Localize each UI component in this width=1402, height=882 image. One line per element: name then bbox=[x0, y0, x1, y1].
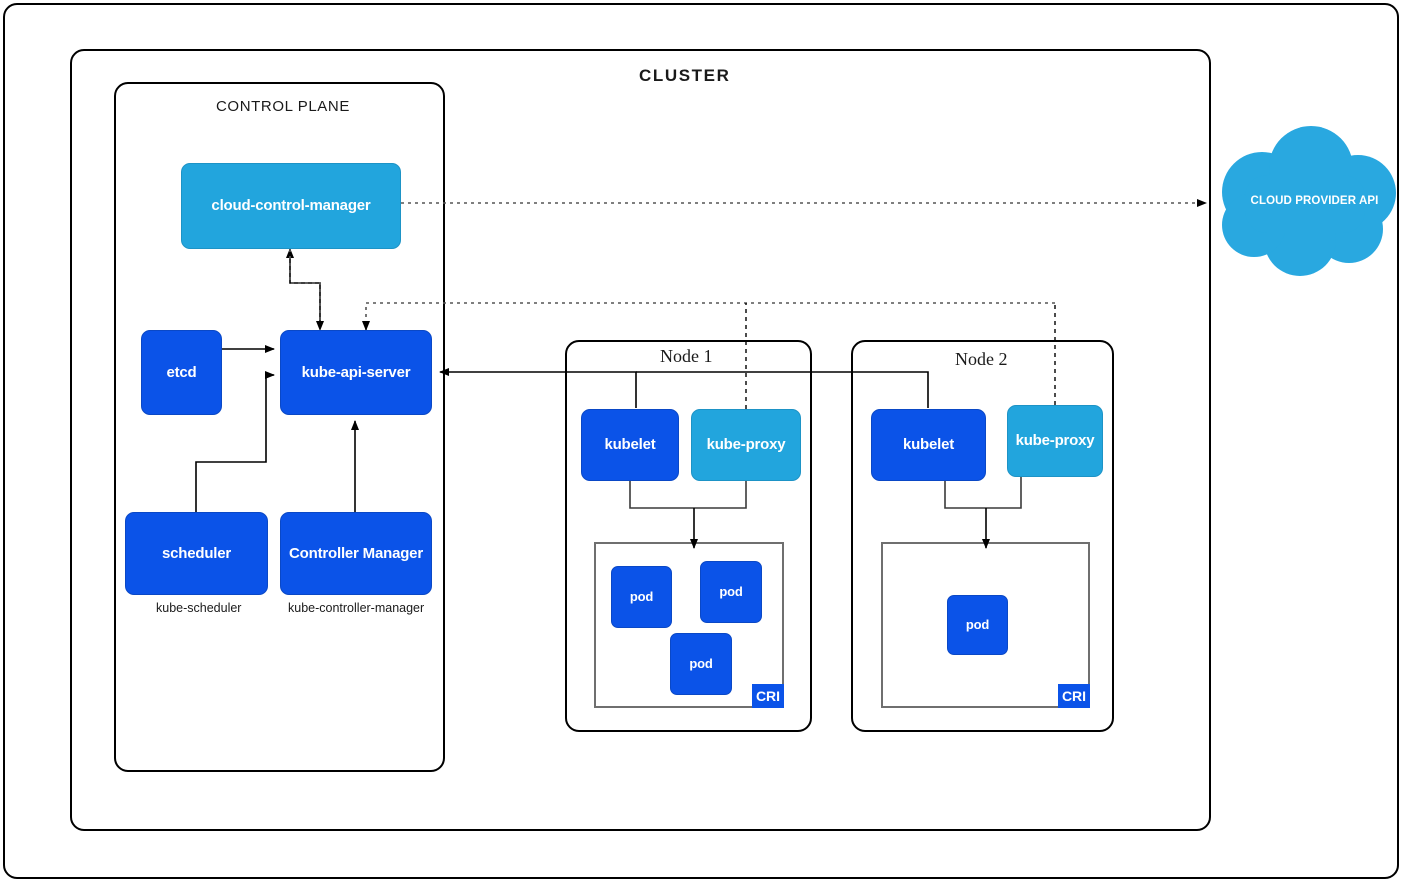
node-1-kubelet-box[interactable]: kubelet bbox=[581, 409, 679, 481]
controller-manager-label: Controller Manager bbox=[289, 544, 423, 562]
page-border bbox=[3, 3, 1399, 879]
etcd-label: etcd bbox=[166, 363, 197, 381]
node-2-frame bbox=[851, 340, 1114, 732]
control-plane-title: CONTROL PLANE bbox=[216, 98, 350, 115]
node-2-cri-badge: CRI bbox=[1058, 684, 1090, 708]
node-2-kubelet-label: kubelet bbox=[902, 436, 955, 454]
kube-controller-manager-caption: kube-controller-manager bbox=[288, 601, 425, 615]
node-1-cri-badge-label: CRI bbox=[755, 688, 781, 704]
node-2-kube-proxy-box[interactable]: kube-proxy bbox=[1007, 405, 1103, 477]
etcd-box[interactable]: etcd bbox=[141, 330, 222, 415]
node-2-title: Node 2 bbox=[955, 349, 1008, 369]
kube-api-server-label: kube-api-server bbox=[301, 363, 411, 381]
cloud-control-manager-box[interactable]: cloud-control-manager bbox=[181, 163, 401, 249]
controller-manager-box[interactable]: Controller Manager bbox=[280, 512, 432, 595]
node-1-cri-container bbox=[594, 542, 784, 708]
node-1-title: Node 1 bbox=[660, 346, 713, 366]
node-1-cri-badge: CRI bbox=[752, 684, 784, 708]
cloud-provider-label: CLOUD PROVIDER API bbox=[1250, 195, 1379, 207]
node-1-pod-3[interactable]: pod bbox=[670, 633, 732, 695]
node-1-kube-proxy-box[interactable]: kube-proxy bbox=[691, 409, 801, 481]
node-1-pod-3-label: pod bbox=[689, 655, 713, 671]
node-1-pod-1-label: pod bbox=[629, 588, 654, 604]
node-2-kubelet-box[interactable]: kubelet bbox=[871, 409, 986, 481]
node-2-kube-proxy-label: kube-proxy bbox=[1015, 432, 1095, 450]
node-2-pod-1-label: pod bbox=[965, 616, 990, 632]
node-1-pod-2[interactable]: pod bbox=[700, 561, 762, 623]
node-1-pod-2-label: pod bbox=[719, 583, 743, 599]
scheduler-label: scheduler bbox=[161, 544, 232, 562]
control-plane-frame bbox=[114, 82, 445, 772]
cluster-title: CLUSTER bbox=[639, 66, 731, 85]
node-1-pod-1[interactable]: pod bbox=[611, 566, 672, 628]
cloud-control-manager-label: cloud-control-manager bbox=[211, 197, 371, 215]
node-2-cri-badge-label: CRI bbox=[1061, 688, 1087, 704]
scheduler-box[interactable]: scheduler bbox=[125, 512, 268, 595]
node-1-frame bbox=[565, 340, 812, 732]
cluster-frame bbox=[70, 49, 1211, 831]
node-1-kube-proxy-label: kube-proxy bbox=[706, 436, 786, 454]
kube-api-server-box[interactable]: kube-api-server bbox=[280, 330, 432, 415]
node-1-kubelet-label: kubelet bbox=[604, 436, 656, 454]
node-2-pod-1[interactable]: pod bbox=[947, 595, 1008, 655]
kube-scheduler-caption: kube-scheduler bbox=[156, 601, 242, 615]
